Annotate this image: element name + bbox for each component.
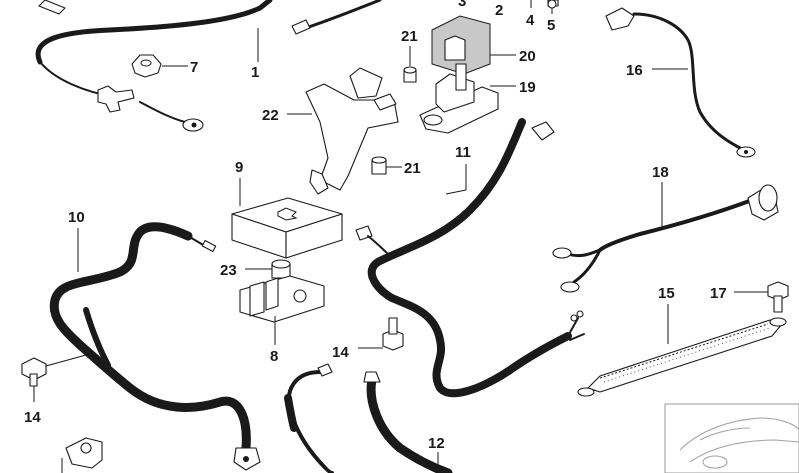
callout-15: 15 — [658, 285, 675, 344]
callout-label-11: 11 — [455, 144, 471, 161]
callout-21-lower: 21 — [386, 160, 421, 177]
callout-label-9: 9 — [235, 159, 243, 176]
part-16-cable — [605, 7, 756, 158]
part-18-harness — [552, 184, 779, 293]
callout-10: 10 — [68, 209, 85, 272]
part-14-bolt-middle — [382, 317, 404, 351]
callout-2: 2 — [495, 2, 503, 19]
callout-4: 4 — [526, 0, 535, 29]
callout-16: 16 — [626, 62, 688, 79]
part-2-5-small-hardware — [547, 0, 559, 9]
callout-label-18: 18 — [652, 164, 669, 181]
callout-label-10: 10 — [68, 209, 85, 226]
callout-12: 12 — [428, 435, 445, 470]
part-8-fuse-holder — [239, 275, 325, 323]
part-15-ground-strap — [577, 317, 787, 397]
callout-label-14a: 14 — [24, 409, 41, 426]
callout-label-16: 16 — [626, 62, 643, 79]
callout-label-2: 2 — [495, 2, 503, 19]
part-14-bolt-left — [21, 357, 47, 387]
callout-label-15: 15 — [658, 285, 675, 302]
callout-1: 1 — [251, 28, 259, 81]
callout-label-1: 1 — [251, 64, 259, 81]
callout-18: 18 — [652, 164, 669, 228]
callout-label-8: 8 — [270, 348, 278, 365]
part-23-nut — [271, 259, 291, 279]
callout-3: 3 — [458, 0, 466, 10]
part-22-bracket — [305, 67, 399, 195]
callout-11: 11 — [445, 144, 471, 195]
callout-label-17: 17 — [710, 285, 727, 302]
callout-label-12: 12 — [428, 435, 445, 452]
callout-14-leader-extra — [45, 354, 87, 367]
part-19-terminal-clamp — [419, 63, 499, 134]
part-9-fuse-cover — [231, 197, 343, 259]
callout-label-4: 4 — [526, 12, 535, 29]
part-21-nut-upper — [403, 66, 417, 83]
part-10-battery-cable — [49, 222, 261, 471]
callout-14-middle: 14 — [332, 344, 383, 361]
callout-label-19: 19 — [519, 79, 536, 96]
callout-label-20: 20 — [519, 48, 536, 65]
callout-5: 5 — [547, 8, 555, 34]
callout-9: 9 — [235, 159, 243, 206]
part-11-positive-cable — [355, 118, 585, 473]
part-12-ground-cable — [284, 363, 334, 473]
callout-label-21b: 21 — [404, 160, 421, 177]
part-20-terminal-cover — [431, 15, 491, 75]
callout-label-14b: 14 — [332, 344, 349, 361]
callout-label-22: 22 — [262, 107, 279, 124]
vehicle-thumbnail — [664, 403, 799, 473]
part-7-nut — [131, 54, 162, 78]
callout-21-upper: 21 — [401, 28, 418, 66]
callout-label-3: 3 — [458, 0, 466, 10]
callout-17: 17 — [710, 285, 768, 302]
callout-label-7: 7 — [190, 59, 198, 76]
callout-label-23: 23 — [220, 262, 237, 279]
callout-label-21a: 21 — [401, 28, 418, 45]
callout-label-5: 5 — [547, 17, 555, 34]
part-17-bolt — [767, 281, 789, 313]
callout-7: 7 — [162, 59, 198, 76]
callout-8: 8 — [270, 316, 278, 365]
callout-20: 20 — [490, 48, 536, 65]
callout-19: 19 — [490, 79, 536, 96]
part-1-main-cable — [35, 0, 382, 132]
callout-14-left: 14 — [24, 386, 41, 426]
part-21-nut-lower — [371, 156, 387, 175]
clip-bottom-left — [65, 437, 103, 469]
callout-22: 22 — [262, 107, 312, 124]
callout-23: 23 — [220, 262, 272, 279]
